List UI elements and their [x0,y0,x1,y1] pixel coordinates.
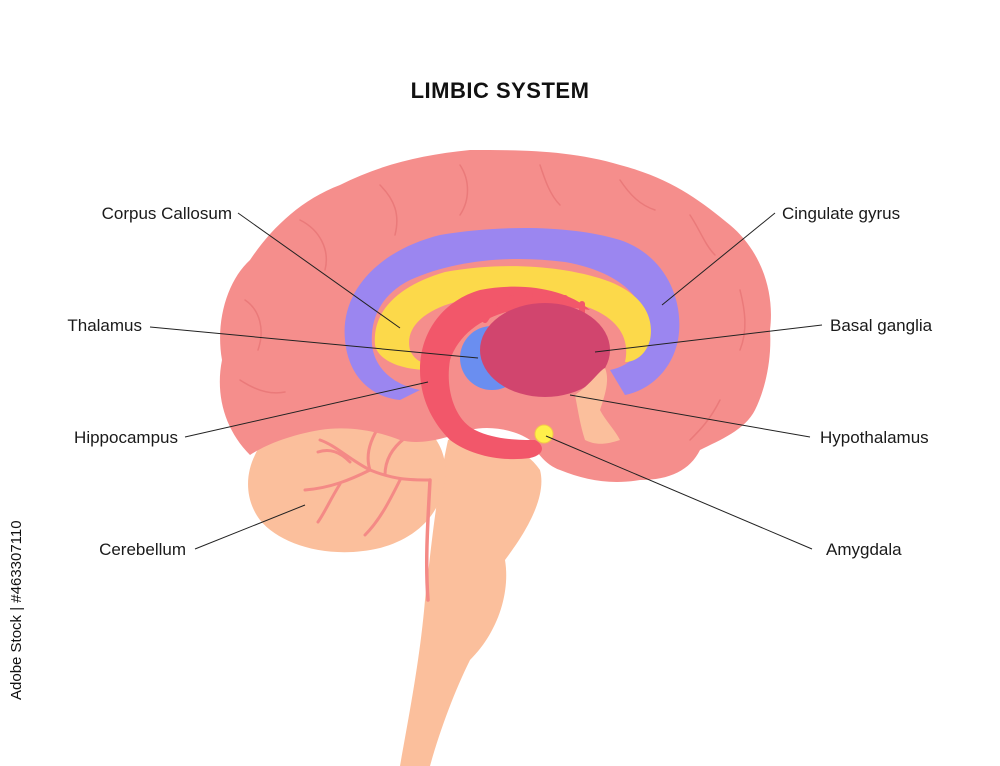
amygdala [534,424,554,444]
label-hippocampus: Hippocampus [74,428,178,447]
diagram-title: LIMBIC SYSTEM [410,78,590,103]
leader-basal-ganglia [594,324,823,353]
hippocampus [420,286,590,460]
label-corpus-callosum: Corpus Callosum [101,204,232,223]
corpus-callosum [374,266,651,370]
cerebellum-branches [303,423,432,602]
leader-corpus-callosum [237,212,401,329]
label-cerebellum: Cerebellum [99,540,186,559]
leader-cingulate-gyrus [661,212,776,306]
leader-thalamus [149,326,479,359]
leader-amygdala [545,435,813,550]
basal-ganglia [480,303,610,397]
cerebrum [219,150,771,482]
label-cingulate-gyrus: Cingulate gyrus [782,204,901,223]
label-amygdala: Amygdala [826,540,902,559]
leader-cerebellum [194,504,306,550]
label-thalamus: Thalamus [67,316,142,335]
gyri-folds [239,164,746,441]
leader-hippocampus [184,381,429,438]
hypothalamus [575,368,620,444]
brainstem [400,436,542,766]
leader-lines [149,212,823,550]
cingulate-gyrus [344,228,680,400]
label-hypothalamus: Hypothalamus [820,428,929,447]
leader-hypothalamus [569,394,811,438]
stock-id-watermark: Adobe Stock | #463307110 [8,520,25,700]
label-basal-ganglia: Basal ganglia [830,316,933,335]
